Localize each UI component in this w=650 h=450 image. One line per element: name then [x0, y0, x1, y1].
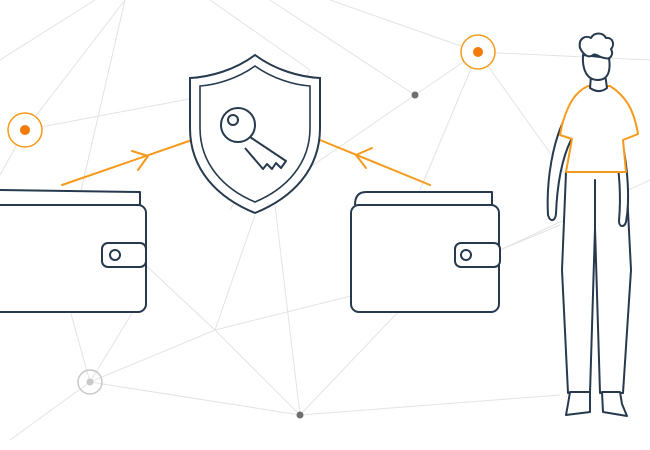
arrow-left-wallet-to-shield	[61, 139, 193, 186]
network-node-faded-center	[86, 378, 94, 386]
person-illustration	[546, 32, 639, 417]
network-node-faded	[77, 369, 103, 395]
wallet-left-clasp	[101, 242, 147, 268]
highlight-node-left	[7, 112, 43, 148]
arrow-right-wallet-to-shield	[319, 139, 431, 186]
wallet-left	[0, 189, 147, 313]
shield-icon	[189, 53, 321, 215]
highlight-node-right	[460, 34, 496, 70]
network-node	[411, 91, 419, 99]
key-icon	[220, 107, 287, 170]
network-node	[296, 411, 304, 419]
wallet-right-clasp	[454, 242, 501, 268]
wallet-right	[350, 191, 501, 313]
